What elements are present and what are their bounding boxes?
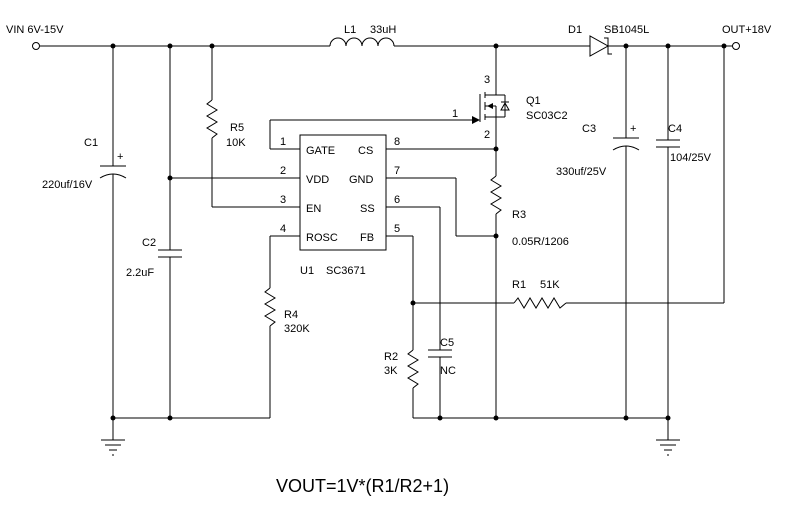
node (167, 415, 173, 421)
ic-pin-num: 8 (394, 136, 400, 148)
l1-value: 33uH (370, 24, 396, 36)
r3-ref: R3 (512, 209, 526, 221)
r2-value: 3K (384, 365, 398, 377)
ic-pin-num: 3 (280, 194, 286, 206)
q1-value: SC03C2 (526, 110, 568, 122)
c2-value: 2.2uF (126, 267, 154, 279)
r5-value: 10K (226, 137, 246, 149)
ic-pin-name: VDD (306, 174, 329, 186)
ground-symbol-left (101, 439, 125, 456)
c1-ref: C1 (84, 137, 98, 149)
r1-ref: R1 (512, 279, 526, 291)
resistor-r5 (206, 99, 218, 139)
resistor-r1 (513, 297, 567, 309)
ic-pin-num: 6 (394, 194, 400, 206)
c1-value: 220uf/16V (42, 179, 93, 191)
vin-label: VIN 6V-15V (6, 24, 64, 36)
c5-ref: C5 (440, 337, 454, 349)
vin-terminal (32, 42, 40, 50)
r2-ref: R2 (384, 351, 398, 363)
c3-polarity: + (630, 123, 636, 135)
u1-ref: U1 (300, 265, 314, 277)
r5-ref: R5 (230, 122, 244, 134)
q1-arrow (487, 103, 493, 109)
q1-pin-gate: 1 (452, 108, 458, 120)
ic-pin-name: FB (360, 232, 374, 244)
ic-pin-num: 7 (394, 165, 400, 177)
ic-pin-name: GATE (306, 145, 335, 157)
u1-value: SC3671 (326, 265, 366, 277)
c3-value: 330uf/25V (556, 166, 607, 178)
node (623, 415, 629, 421)
ic-pin-num: 4 (280, 223, 286, 235)
ic-pin-num: 5 (394, 223, 400, 235)
ic-pin-num: 1 (280, 136, 286, 148)
diode-d1 (589, 35, 610, 57)
r1-value: 51K (540, 279, 560, 291)
ic-u1 (299, 134, 387, 251)
c2-ref: C2 (142, 237, 156, 249)
resistor-r2 (407, 349, 419, 389)
node (493, 415, 499, 421)
ic-pin-name: EN (306, 203, 321, 215)
out-terminal (732, 42, 740, 50)
ground-symbol-right (656, 439, 680, 456)
resistor-r4 (264, 287, 276, 327)
q1-pin-drain: 3 (484, 74, 490, 86)
formula: VOUT=1V*(R1/R2+1) (276, 476, 449, 496)
ic-pin-name: SS (360, 203, 375, 215)
c3-ref: C3 (582, 123, 596, 135)
r3-value: 0.05R/1206 (512, 236, 569, 248)
c4-ref: C4 (668, 123, 682, 135)
d1-ref: D1 (568, 24, 582, 36)
d1-value: SB1045L (604, 24, 649, 36)
q1-diode (500, 101, 510, 111)
ic-pin-name: ROSC (306, 232, 338, 244)
r4-value: 320K (284, 323, 310, 335)
r4-ref: R4 (284, 309, 298, 321)
gate-arrow (472, 116, 480, 124)
q1-pin-source: 2 (484, 129, 490, 141)
c4-value: 104/25V (670, 152, 712, 164)
ic-pin-num: 2 (280, 165, 286, 177)
inductor-l1 (329, 37, 395, 47)
l1-ref: L1 (344, 24, 356, 36)
q1-ref: Q1 (526, 95, 541, 107)
node (665, 415, 671, 421)
c1-polarity: + (117, 151, 123, 163)
ic-pin-name: CS (358, 145, 373, 157)
c5-value: NC (440, 365, 456, 377)
resistor-r3 (490, 175, 502, 215)
ic-pin-name: GND (349, 174, 374, 186)
out-label: OUT+18V (722, 24, 772, 36)
